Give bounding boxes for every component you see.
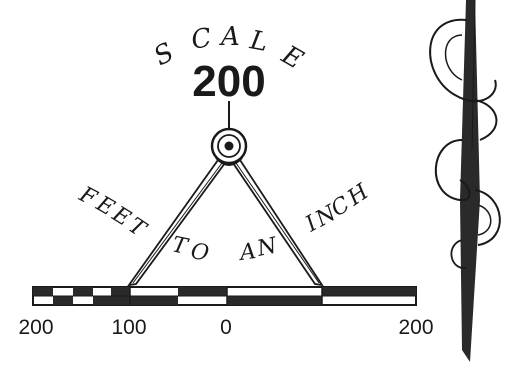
- scale-value: 200: [192, 57, 265, 106]
- scale-caption: F E E T T O A N I N C H: [74, 179, 374, 266]
- bar-label-100: 100: [111, 316, 146, 339]
- scale-letter-c: C: [189, 23, 214, 56]
- ribbon-scroll-icon: [430, 0, 500, 362]
- scale-letter-a: A: [219, 22, 240, 52]
- bar-label-200-left: 200: [18, 316, 53, 339]
- caption-letter-a: A: [236, 239, 257, 266]
- caption-letter-o: O: [189, 239, 210, 266]
- bar-label-0: 0: [220, 316, 232, 339]
- scale-letter-s: S: [149, 37, 179, 72]
- compass-divider-icon: [129, 129, 322, 285]
- scale-letter-e: E: [276, 40, 308, 76]
- bar-label-200-right: 200: [398, 316, 433, 339]
- bar-scale: [33, 287, 416, 305]
- scale-letter-l: L: [247, 25, 270, 58]
- caption-letter-n: N: [254, 233, 280, 262]
- caption-letter-t2: T: [170, 232, 192, 260]
